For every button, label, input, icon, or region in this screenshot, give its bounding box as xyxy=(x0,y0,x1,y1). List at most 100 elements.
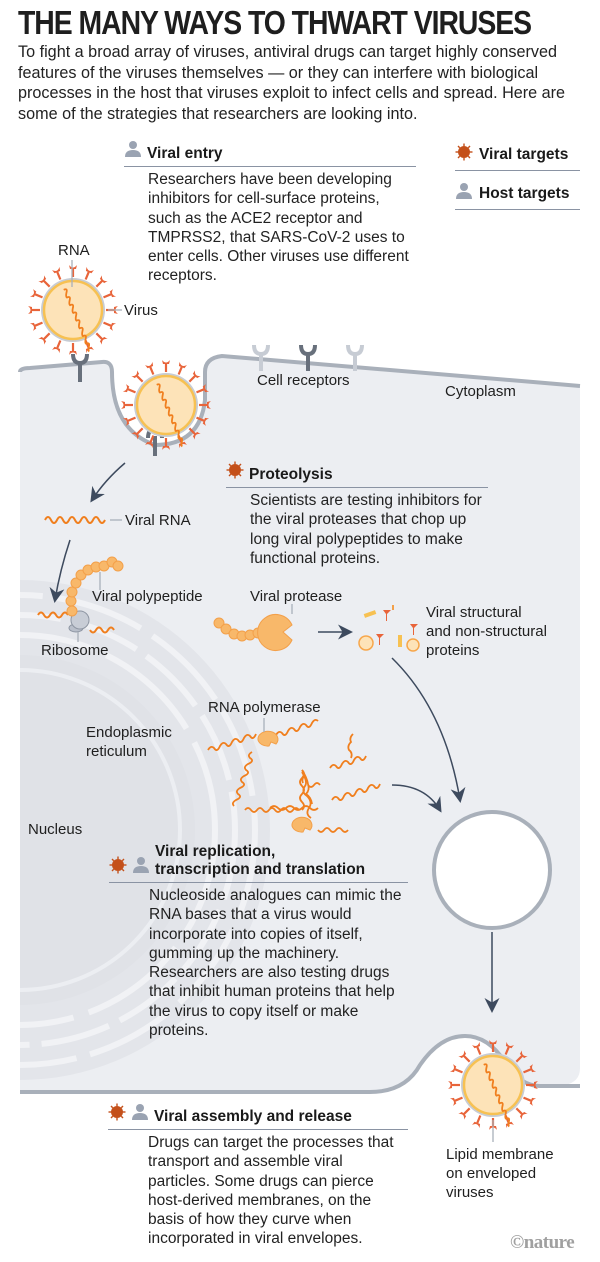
spike-protein xyxy=(121,382,139,398)
legend-label: Viral targets xyxy=(479,145,569,163)
virus-icon xyxy=(455,143,473,166)
endocytosed-virus xyxy=(119,358,213,452)
spike-protein xyxy=(80,265,96,283)
page-title: THE MANY WAYS TO THWART VIRUSES xyxy=(18,4,532,41)
label-lipid-2: on enveloped xyxy=(446,1165,537,1182)
box-viral-entry: Viral entry Researchers have been develo… xyxy=(124,140,416,286)
viral-rna xyxy=(44,516,106,524)
box-body: Drugs can target the processes that tran… xyxy=(148,1134,394,1248)
spike-protein xyxy=(100,287,118,303)
assembly-vesicle xyxy=(432,810,552,930)
label-viral-rna: Viral RNA xyxy=(125,512,191,529)
box-title: Viral assembly and release xyxy=(154,1108,352,1125)
virus-icon xyxy=(109,856,127,879)
spike-protein xyxy=(470,1112,486,1130)
spike-protein xyxy=(512,1104,529,1121)
amino-acid-bead xyxy=(66,586,78,598)
spike-protein xyxy=(130,369,147,386)
spike-protein xyxy=(119,399,135,411)
spike-protein xyxy=(50,337,66,355)
virus-icon xyxy=(108,1103,126,1126)
rna-polymerase-2 xyxy=(291,816,313,833)
spike-protein xyxy=(457,1049,474,1066)
legend-item-viral-targets: Viral targets xyxy=(455,140,580,171)
spike-protein xyxy=(173,360,189,378)
nucleus-er xyxy=(20,580,270,1080)
amino-acid-bead xyxy=(65,595,77,607)
label-nucleus: Nucleus xyxy=(28,821,83,838)
spike-protein xyxy=(143,360,159,378)
box-viral-assembly: Viral assembly and release Drugs can tar… xyxy=(108,1103,408,1249)
box-viral-replication: Viral replication,transcription and tran… xyxy=(109,843,408,1040)
viral-protein-fragments xyxy=(358,605,420,652)
viral-genome-rna xyxy=(63,288,91,353)
host-cell xyxy=(18,353,581,1094)
viral-genome-rna xyxy=(156,383,184,448)
spike-protein xyxy=(26,304,42,316)
spike-protein xyxy=(37,329,54,346)
label-er-1: Endoplasmic xyxy=(86,724,172,741)
legend-label: Host targets xyxy=(479,184,570,202)
arrow-rna-to-ribosome xyxy=(49,539,71,603)
spike-protein xyxy=(28,317,46,333)
amino-acid-bead xyxy=(213,617,225,629)
spike-protein xyxy=(457,1104,474,1121)
spike-protein xyxy=(67,341,79,357)
box-body: Scientists are testing inhibitors for th… xyxy=(250,492,482,567)
person-icon xyxy=(132,856,150,879)
box-title-line2: transcription and translation xyxy=(155,861,366,878)
spike-protein xyxy=(470,1040,486,1058)
viral-protease xyxy=(213,604,293,651)
label-viral-polypeptide: Viral polypeptide xyxy=(92,588,203,605)
spike-protein xyxy=(100,317,118,333)
person-icon xyxy=(455,182,473,205)
spike-protein xyxy=(50,265,66,283)
label-rna-polymerase: RNA polymerase xyxy=(208,699,321,716)
arrow-rna-to-assembly xyxy=(391,784,442,813)
ribosome-group xyxy=(37,556,124,642)
label-er-2: reticulum xyxy=(86,743,147,760)
label-viral-proteins-3: proteins xyxy=(426,642,480,659)
spike-protein xyxy=(520,1092,538,1108)
label-rna: RNA xyxy=(58,242,90,259)
box-body: Researchers have been developing inhibit… xyxy=(148,171,409,285)
box-title: Viral replication,transcription and tran… xyxy=(155,843,365,879)
spike-protein xyxy=(446,1079,462,1091)
nature-credit: ©nature xyxy=(510,1232,575,1253)
pathway-arrows xyxy=(49,462,500,1013)
person-icon xyxy=(124,140,142,163)
free-virus xyxy=(26,263,120,357)
viral-genome-rna xyxy=(483,1063,511,1128)
spike-protein xyxy=(92,329,109,346)
spike-protein xyxy=(37,274,54,291)
box-title: Proteolysis xyxy=(249,466,333,483)
label-ribosome: Ribosome xyxy=(41,642,109,659)
person-icon xyxy=(131,1103,149,1126)
cell-receptors xyxy=(71,344,364,456)
legend-item-host-targets: Host targets xyxy=(455,179,580,210)
label-lipid-1: Lipid membrane xyxy=(446,1146,554,1163)
label-lipid-3: viruses xyxy=(446,1184,494,1201)
box-title-line1: Viral replication, xyxy=(155,843,276,860)
label-viral-proteins-1: Viral structural xyxy=(426,604,522,621)
spike-protein xyxy=(67,263,79,279)
amino-acid-bead xyxy=(66,605,78,617)
label-cytoplasm: Cytoplasm xyxy=(445,383,516,400)
amino-acid-bead xyxy=(112,560,124,572)
box-proteolysis: Proteolysis Scientists are testing inhib… xyxy=(226,461,488,568)
amino-acid-bead xyxy=(220,623,232,635)
arrow-entry-to-rna xyxy=(90,462,126,503)
spike-protein xyxy=(160,358,172,374)
box-title: Viral entry xyxy=(147,145,223,162)
arrow-proteins-to-assembly xyxy=(391,657,466,803)
spike-protein xyxy=(92,274,109,291)
label-viral-protease: Viral protease xyxy=(250,588,343,605)
spike-protein xyxy=(448,1092,466,1108)
intro-text: To fight a broad array of viruses, antiv… xyxy=(18,43,566,123)
spike-protein xyxy=(448,1062,466,1078)
spike-protein xyxy=(185,369,202,386)
rna-polymerase-group xyxy=(207,718,381,833)
cell-membrane xyxy=(18,353,581,448)
released-virus xyxy=(446,1038,540,1132)
